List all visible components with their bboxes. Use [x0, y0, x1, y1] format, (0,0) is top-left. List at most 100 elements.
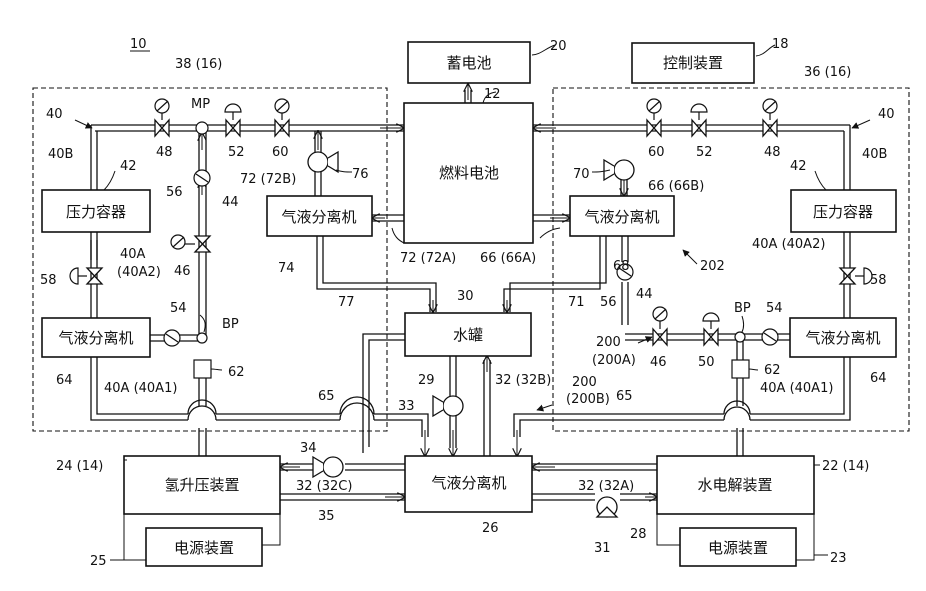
left-storage-region	[33, 88, 387, 431]
svg-text:电源装置: 电源装置	[174, 539, 234, 557]
svg-text:电源装置: 电源装置	[708, 539, 768, 557]
h2-booster-box: 氢升压装置	[124, 456, 280, 514]
svg-text:(200B): (200B)	[566, 392, 610, 407]
svg-text:52: 52	[228, 145, 245, 160]
svg-text:52: 52	[696, 145, 713, 160]
svg-text:60: 60	[272, 145, 289, 160]
svg-text:58: 58	[40, 273, 57, 288]
svg-text:54: 54	[170, 301, 187, 316]
figure-number: 10	[130, 37, 147, 52]
svg-text:33: 33	[398, 399, 415, 414]
svg-text:65: 65	[318, 389, 335, 404]
svg-text:54: 54	[766, 301, 783, 316]
svg-text:40A (40A1): 40A (40A1)	[760, 381, 833, 396]
left-lower-gls-box: 气液分离机	[42, 318, 150, 357]
svg-text:200: 200	[596, 335, 621, 350]
svg-text:58: 58	[870, 273, 887, 288]
pipe-crossovers	[188, 397, 750, 420]
svg-text:200: 200	[572, 375, 597, 390]
svg-text:64: 64	[56, 373, 73, 388]
control-box: 控制装置	[632, 43, 754, 83]
svg-text:60: 60	[648, 145, 665, 160]
svg-text:202: 202	[700, 259, 725, 274]
left-power-supply-box: 电源装置	[124, 514, 280, 566]
right-pressure-vessel-box: 压力容器	[791, 190, 896, 232]
svg-text:18: 18	[772, 37, 789, 52]
svg-text:31: 31	[594, 541, 611, 556]
svg-text:29: 29	[418, 373, 435, 388]
svg-text:12: 12	[484, 87, 501, 102]
svg-text:控制装置: 控制装置	[663, 54, 723, 72]
svg-text:44: 44	[636, 287, 653, 302]
battery-box: 蓄电池	[408, 42, 530, 83]
svg-text:BP: BP	[734, 301, 751, 316]
svg-text:24 (14): 24 (14)	[56, 459, 103, 474]
svg-text:(200A): (200A)	[592, 353, 636, 368]
svg-text:44: 44	[222, 195, 239, 210]
svg-text:32 (32C): 32 (32C)	[296, 479, 352, 494]
electrolyzer-box: 水电解装置	[657, 456, 814, 514]
svg-text:水罐: 水罐	[453, 326, 483, 344]
fuel-cell-box: 燃料电池	[404, 103, 533, 243]
svg-text:氢升压装置: 氢升压装置	[164, 476, 239, 494]
right-upper-gls-box: 气液分离机	[570, 196, 674, 236]
svg-text:50: 50	[698, 355, 715, 370]
svg-text:气液分离机: 气液分离机	[58, 329, 133, 347]
svg-text:28: 28	[630, 527, 647, 542]
svg-text:74: 74	[278, 261, 295, 276]
svg-text:42: 42	[120, 159, 137, 174]
svg-text:20: 20	[550, 39, 567, 54]
center-gls-box: 气液分离机	[405, 456, 532, 512]
svg-text:23: 23	[830, 551, 847, 566]
svg-text:46: 46	[650, 355, 667, 370]
svg-text:30: 30	[457, 289, 474, 304]
svg-text:62: 62	[228, 365, 245, 380]
svg-text:水电解装置: 水电解装置	[697, 476, 772, 494]
svg-text:压力容器: 压力容器	[813, 203, 873, 221]
svg-text:72 (72A): 72 (72A)	[400, 251, 456, 266]
right-power-supply-box: 电源装置	[657, 514, 814, 566]
svg-text:36 (16): 36 (16)	[804, 65, 851, 80]
svg-text:46: 46	[174, 264, 191, 279]
svg-text:48: 48	[764, 145, 781, 160]
svg-text:燃料电池: 燃料电池	[439, 164, 499, 182]
svg-text:MP: MP	[191, 97, 210, 112]
svg-text:62: 62	[764, 363, 781, 378]
svg-text:70: 70	[573, 167, 590, 182]
svg-text:56: 56	[166, 185, 183, 200]
svg-text:66 (66B): 66 (66B)	[648, 179, 704, 194]
svg-text:32 (32B): 32 (32B)	[495, 373, 551, 388]
svg-text:77: 77	[338, 295, 355, 310]
left-upper-gls-box: 气液分离机	[267, 196, 372, 236]
svg-text:68: 68	[613, 259, 630, 274]
svg-text:71: 71	[568, 295, 585, 310]
svg-text:40B: 40B	[48, 147, 73, 162]
svg-text:65: 65	[616, 389, 633, 404]
svg-text:38 (16): 38 (16)	[175, 57, 222, 72]
svg-text:35: 35	[318, 509, 335, 524]
svg-text:22 (14): 22 (14)	[822, 459, 869, 474]
svg-text:76: 76	[352, 167, 369, 182]
svg-text:蓄电池: 蓄电池	[446, 54, 491, 72]
svg-text:48: 48	[156, 145, 173, 160]
svg-text:40A: 40A	[120, 247, 146, 262]
svg-text:26: 26	[482, 521, 499, 536]
svg-text:40: 40	[878, 107, 895, 122]
svg-text:压力容器: 压力容器	[66, 203, 126, 221]
svg-text:40: 40	[46, 107, 63, 122]
svg-text:64: 64	[870, 371, 887, 386]
svg-text:40B: 40B	[862, 147, 887, 162]
svg-text:42: 42	[790, 159, 807, 174]
svg-text:(40A2): (40A2)	[117, 265, 161, 280]
right-lower-gls-box: 气液分离机	[790, 318, 896, 357]
svg-text:32 (32A): 32 (32A)	[578, 479, 634, 494]
left-pressure-vessel-box: 压力容器	[42, 190, 150, 232]
svg-text:25: 25	[90, 554, 107, 569]
tank-box: 水罐	[405, 313, 531, 356]
svg-text:气液分离机: 气液分离机	[281, 208, 356, 226]
svg-text:BP: BP	[222, 317, 239, 332]
svg-text:72 (72B): 72 (72B)	[240, 172, 296, 187]
svg-text:56: 56	[600, 295, 617, 310]
svg-text:34: 34	[300, 441, 317, 456]
